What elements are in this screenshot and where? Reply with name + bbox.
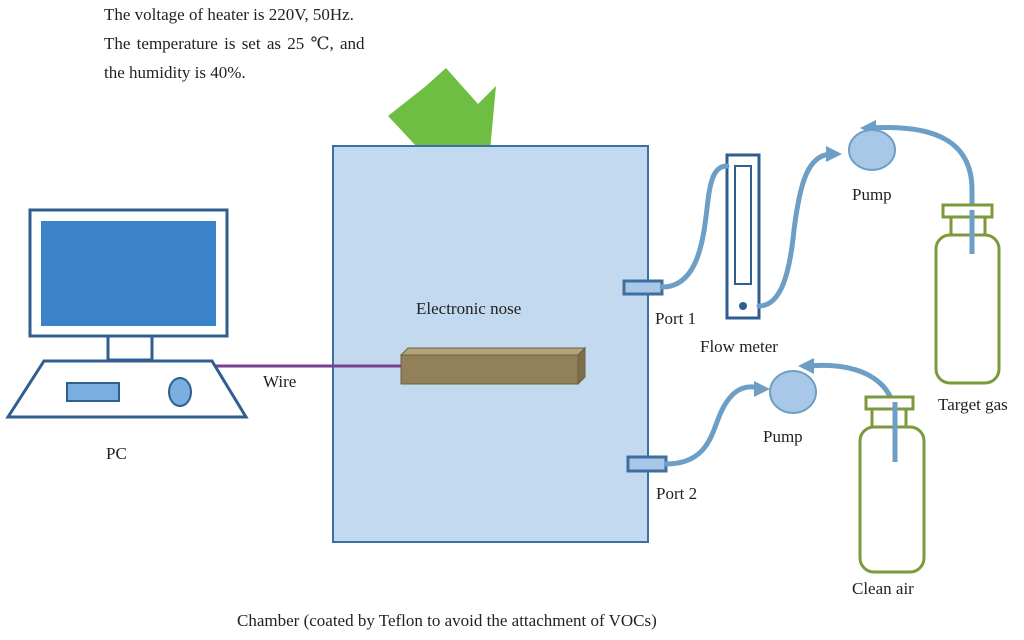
chamber-box xyxy=(332,145,649,543)
arrow-to-pump-top-left xyxy=(826,146,842,162)
pc-label: PC xyxy=(106,444,127,463)
clean-air-cylinder xyxy=(858,395,926,574)
arrow-to-pump-bottom-right xyxy=(798,358,814,374)
chamber-caption: Chamber (coated by Teflon to avoid the a… xyxy=(237,611,657,630)
flow-meter xyxy=(725,153,761,320)
clean-air-label: Clean air xyxy=(852,579,914,598)
port2-connector xyxy=(626,455,668,473)
pc-monitor xyxy=(28,208,229,362)
pc-base xyxy=(5,359,249,419)
wire-label: Wire xyxy=(263,372,297,391)
electronic-nose-sensor xyxy=(399,346,587,386)
port1-connector xyxy=(622,279,664,296)
note-line-3: the humidity is 40%. xyxy=(104,63,246,82)
electronic-nose-label: Electronic nose xyxy=(416,299,522,318)
target-gas-cylinder xyxy=(934,203,1001,385)
note-line-2: The temperature is set as 25 ℃, and xyxy=(104,34,365,53)
port1-label: Port 1 xyxy=(655,309,697,328)
pump-bottom-label: Pump xyxy=(763,427,803,446)
port2-label: Port 2 xyxy=(656,484,698,503)
flow-meter-label: Flow meter xyxy=(700,337,778,356)
note-line-1: The voltage of heater is 220V, 50Hz. xyxy=(104,5,354,24)
pump-top xyxy=(848,129,896,171)
pump-top-label: Pump xyxy=(852,185,892,204)
target-gas-label: Target gas xyxy=(938,395,1008,414)
pump-bottom xyxy=(769,370,817,414)
tubing xyxy=(659,124,975,467)
arrow-to-pump-bottom-left xyxy=(754,381,770,397)
